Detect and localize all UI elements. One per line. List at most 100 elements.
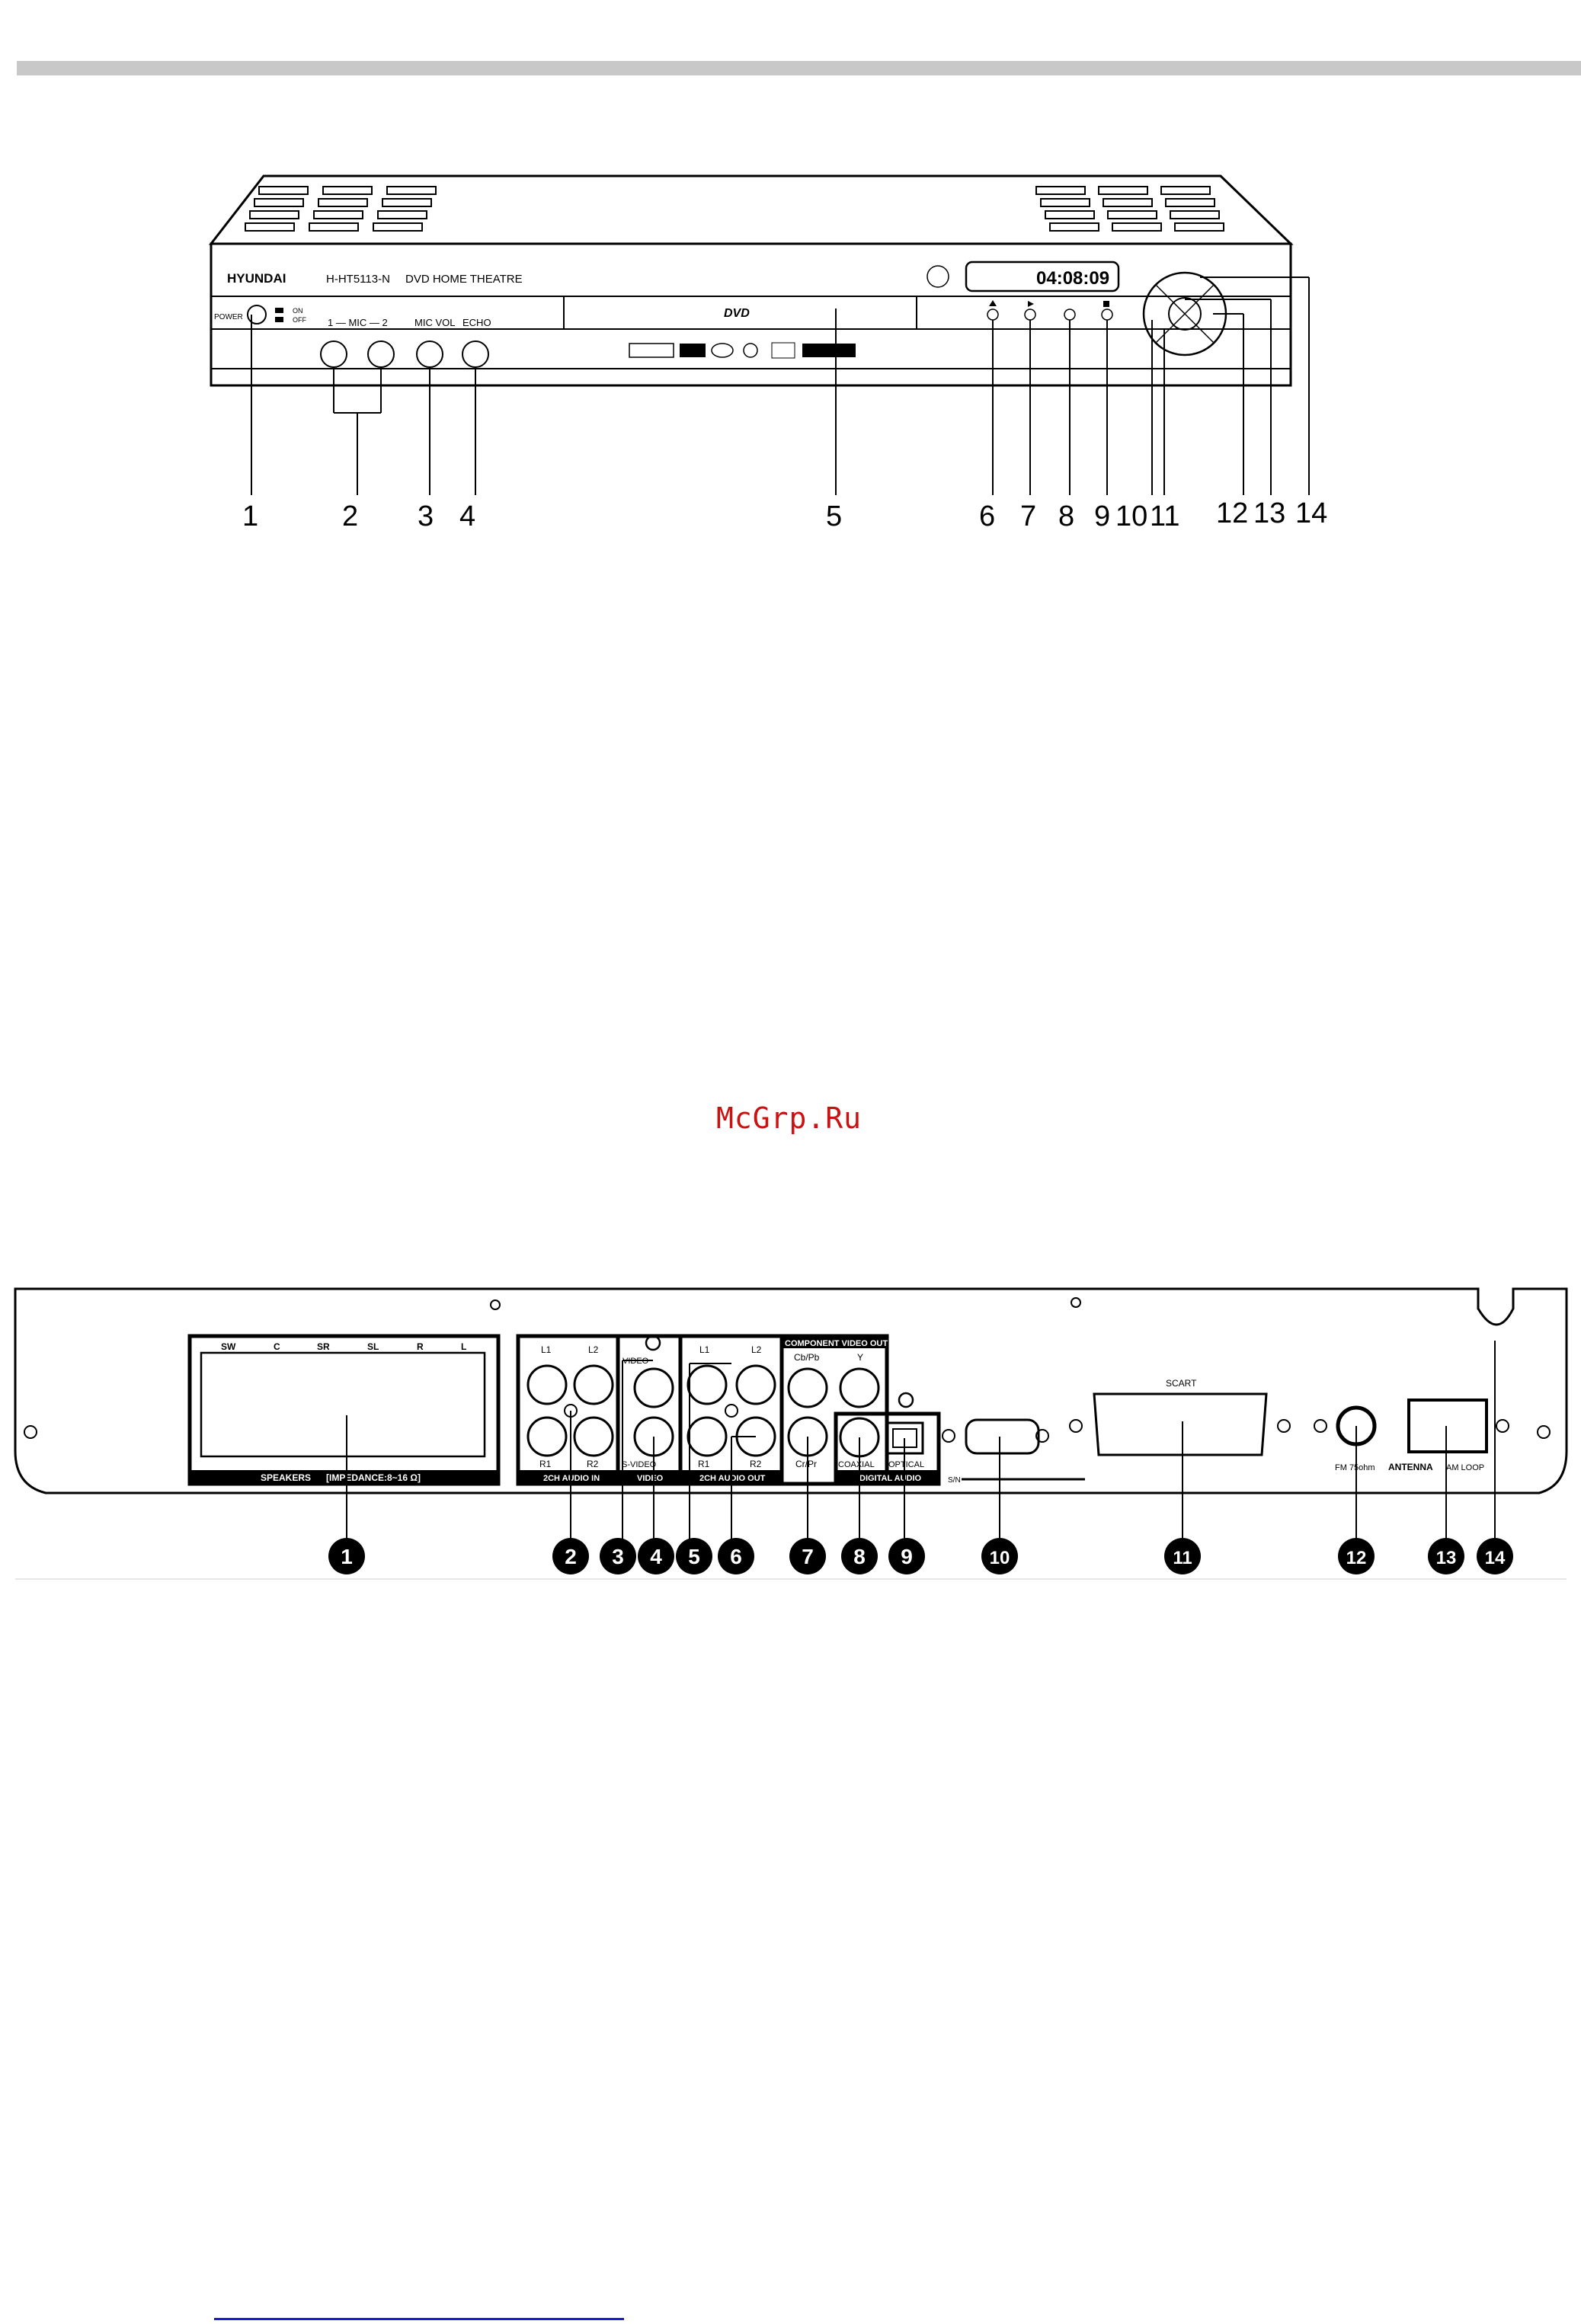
pause-button[interactable] [1064,308,1076,321]
optical-label: OPTICAL [888,1460,924,1469]
audio-in-r1-jack[interactable] [526,1416,568,1457]
audio-in-l1-jack[interactable] [526,1364,568,1405]
sn-label: S/N [948,1476,961,1485]
front-callout: 2 [342,500,358,532]
open-button[interactable] [987,308,999,321]
display-time: 04:08:09 [1036,268,1109,289]
audio-out-label-bottom: R1 [698,1459,710,1469]
rear-panel: SW C SR SL R L SPEAKERS [IMPEDANCE:8~16 … [14,1287,1568,1580]
power-button[interactable] [247,305,267,324]
audio-out-l1-jack[interactable] [686,1364,728,1405]
audio-in-label-bottom: R1 [539,1459,552,1469]
mic-vol-label: MIC VOL [414,317,455,328]
mic-vol-knob[interactable] [416,340,443,368]
rear-leader-lines [346,1341,1496,1539]
front-callout: 5 [826,500,842,532]
dts-logo [680,344,706,357]
front-brand: HYUNDAI [227,271,286,286]
front-left-vents [245,186,437,232]
scart-label: SCART [1166,1378,1197,1389]
front-model: H-HT5113-N [326,273,390,286]
component-cb-jack[interactable] [787,1367,828,1408]
audio-out-l2-jack[interactable] [735,1364,776,1405]
front-callout: 11 [1150,500,1179,532]
component-y-label: Y [857,1352,863,1363]
dolby-logo [629,343,674,358]
speaker-channel: SW [221,1341,236,1352]
mic2-jack[interactable] [367,340,395,368]
audio-in-label-top: L1 [541,1344,552,1355]
audio-in-group-label: 2CH AUDIO IN [543,1474,600,1483]
front-leader-lines [251,277,1310,495]
echo-knob[interactable] [462,340,489,368]
rear-callout: 12 [1346,1548,1367,1568]
am-label: AM LOOP [1446,1463,1484,1472]
component-cb-label: Cb/Pb [794,1352,820,1363]
rear-callout: 7 [802,1545,814,1568]
front-callout: 3 [418,500,434,532]
power-label: POWER [214,313,243,321]
audio-in-l2-jack[interactable] [573,1364,614,1405]
speaker-channel: C [274,1341,280,1352]
rs232-port[interactable] [965,1418,1040,1455]
fm-label: FM 75ohm [1335,1463,1375,1472]
power-on-label: ON [293,307,303,315]
rear-callout: 2 [565,1545,577,1568]
audio-out-r1-jack[interactable] [686,1416,728,1457]
speaker-channel: SL [367,1341,379,1352]
rear-outline [14,1287,1568,1494]
rear-callout: 4 [650,1545,662,1568]
rear-callout: 8 [853,1545,866,1568]
rear-callout: 1 [341,1545,353,1568]
audio-in-label-bottom: R2 [587,1459,599,1469]
echo-label: ECHO [462,317,491,328]
nav-enter-button[interactable] [1168,297,1202,331]
front-face [210,242,1292,387]
play-button[interactable] [1024,308,1036,321]
audio-in-r2-jack[interactable] [573,1416,614,1457]
header-rule [17,61,1581,75]
front-display [965,261,1120,292]
mp3-logo [711,343,734,358]
video-group-label: VIDEO [637,1474,664,1483]
front-panel: HYUNDAI H-HT5113-N DVD HOME THEATRE POWE… [208,174,1294,387]
speaker-terminal-block [187,1334,501,1486]
front-callout: 1 [242,500,258,532]
audio-in-block [516,1334,620,1486]
ir-sensor [927,265,949,288]
audio-out-label-top: L1 [699,1344,710,1355]
antenna-label: ANTENNA [1388,1462,1433,1472]
front-right-vents [1035,186,1224,232]
stop-button[interactable] [1101,308,1113,321]
dvd-logo: DVD [724,307,750,320]
component-y-jack[interactable] [839,1367,880,1408]
rear-callout: 11 [1173,1548,1192,1568]
front-callout: 6 [979,500,995,532]
audio-out-label-bottom: R2 [750,1459,762,1469]
power-off-label: OFF [293,316,306,324]
rear-callout: 14 [1485,1548,1506,1568]
audio-out-label-top: L2 [751,1344,762,1355]
speaker-channel: SR [317,1341,330,1352]
rear-callout: 9 [901,1545,913,1568]
front-callout: 8 [1058,500,1074,532]
mic1-jack[interactable] [320,340,347,368]
footer-link-underline[interactable] [214,2318,624,2320]
component-label: COMPONENT VIDEO OUT [785,1339,888,1348]
front-callout: 14 [1295,497,1327,529]
front-callouts: 1 2 3 4 5 6 7 8 9 10 11 12 13 14 [242,497,1327,532]
rear-callout: 13 [1436,1548,1457,1568]
rear-callouts: 1 2 3 4 5 6 7 8 9 10 11 12 13 14 [328,1538,1513,1574]
scart-connector[interactable] [1093,1392,1268,1456]
front-callout: 13 [1253,497,1285,529]
front-callout: 10 [1115,500,1147,532]
audio-in-label-top: L2 [588,1344,599,1355]
progressive-logo [802,344,856,357]
rear-callout: 10 [990,1548,1010,1568]
am-loop-terminal[interactable] [1407,1399,1488,1453]
watermark: McGrp.Ru [716,1101,863,1135]
impedance-label: [IMPEDANCE:8~16 Ω] [326,1472,421,1483]
front-product: DVD HOME THEATRE [405,273,523,286]
video-jack[interactable] [633,1367,674,1408]
